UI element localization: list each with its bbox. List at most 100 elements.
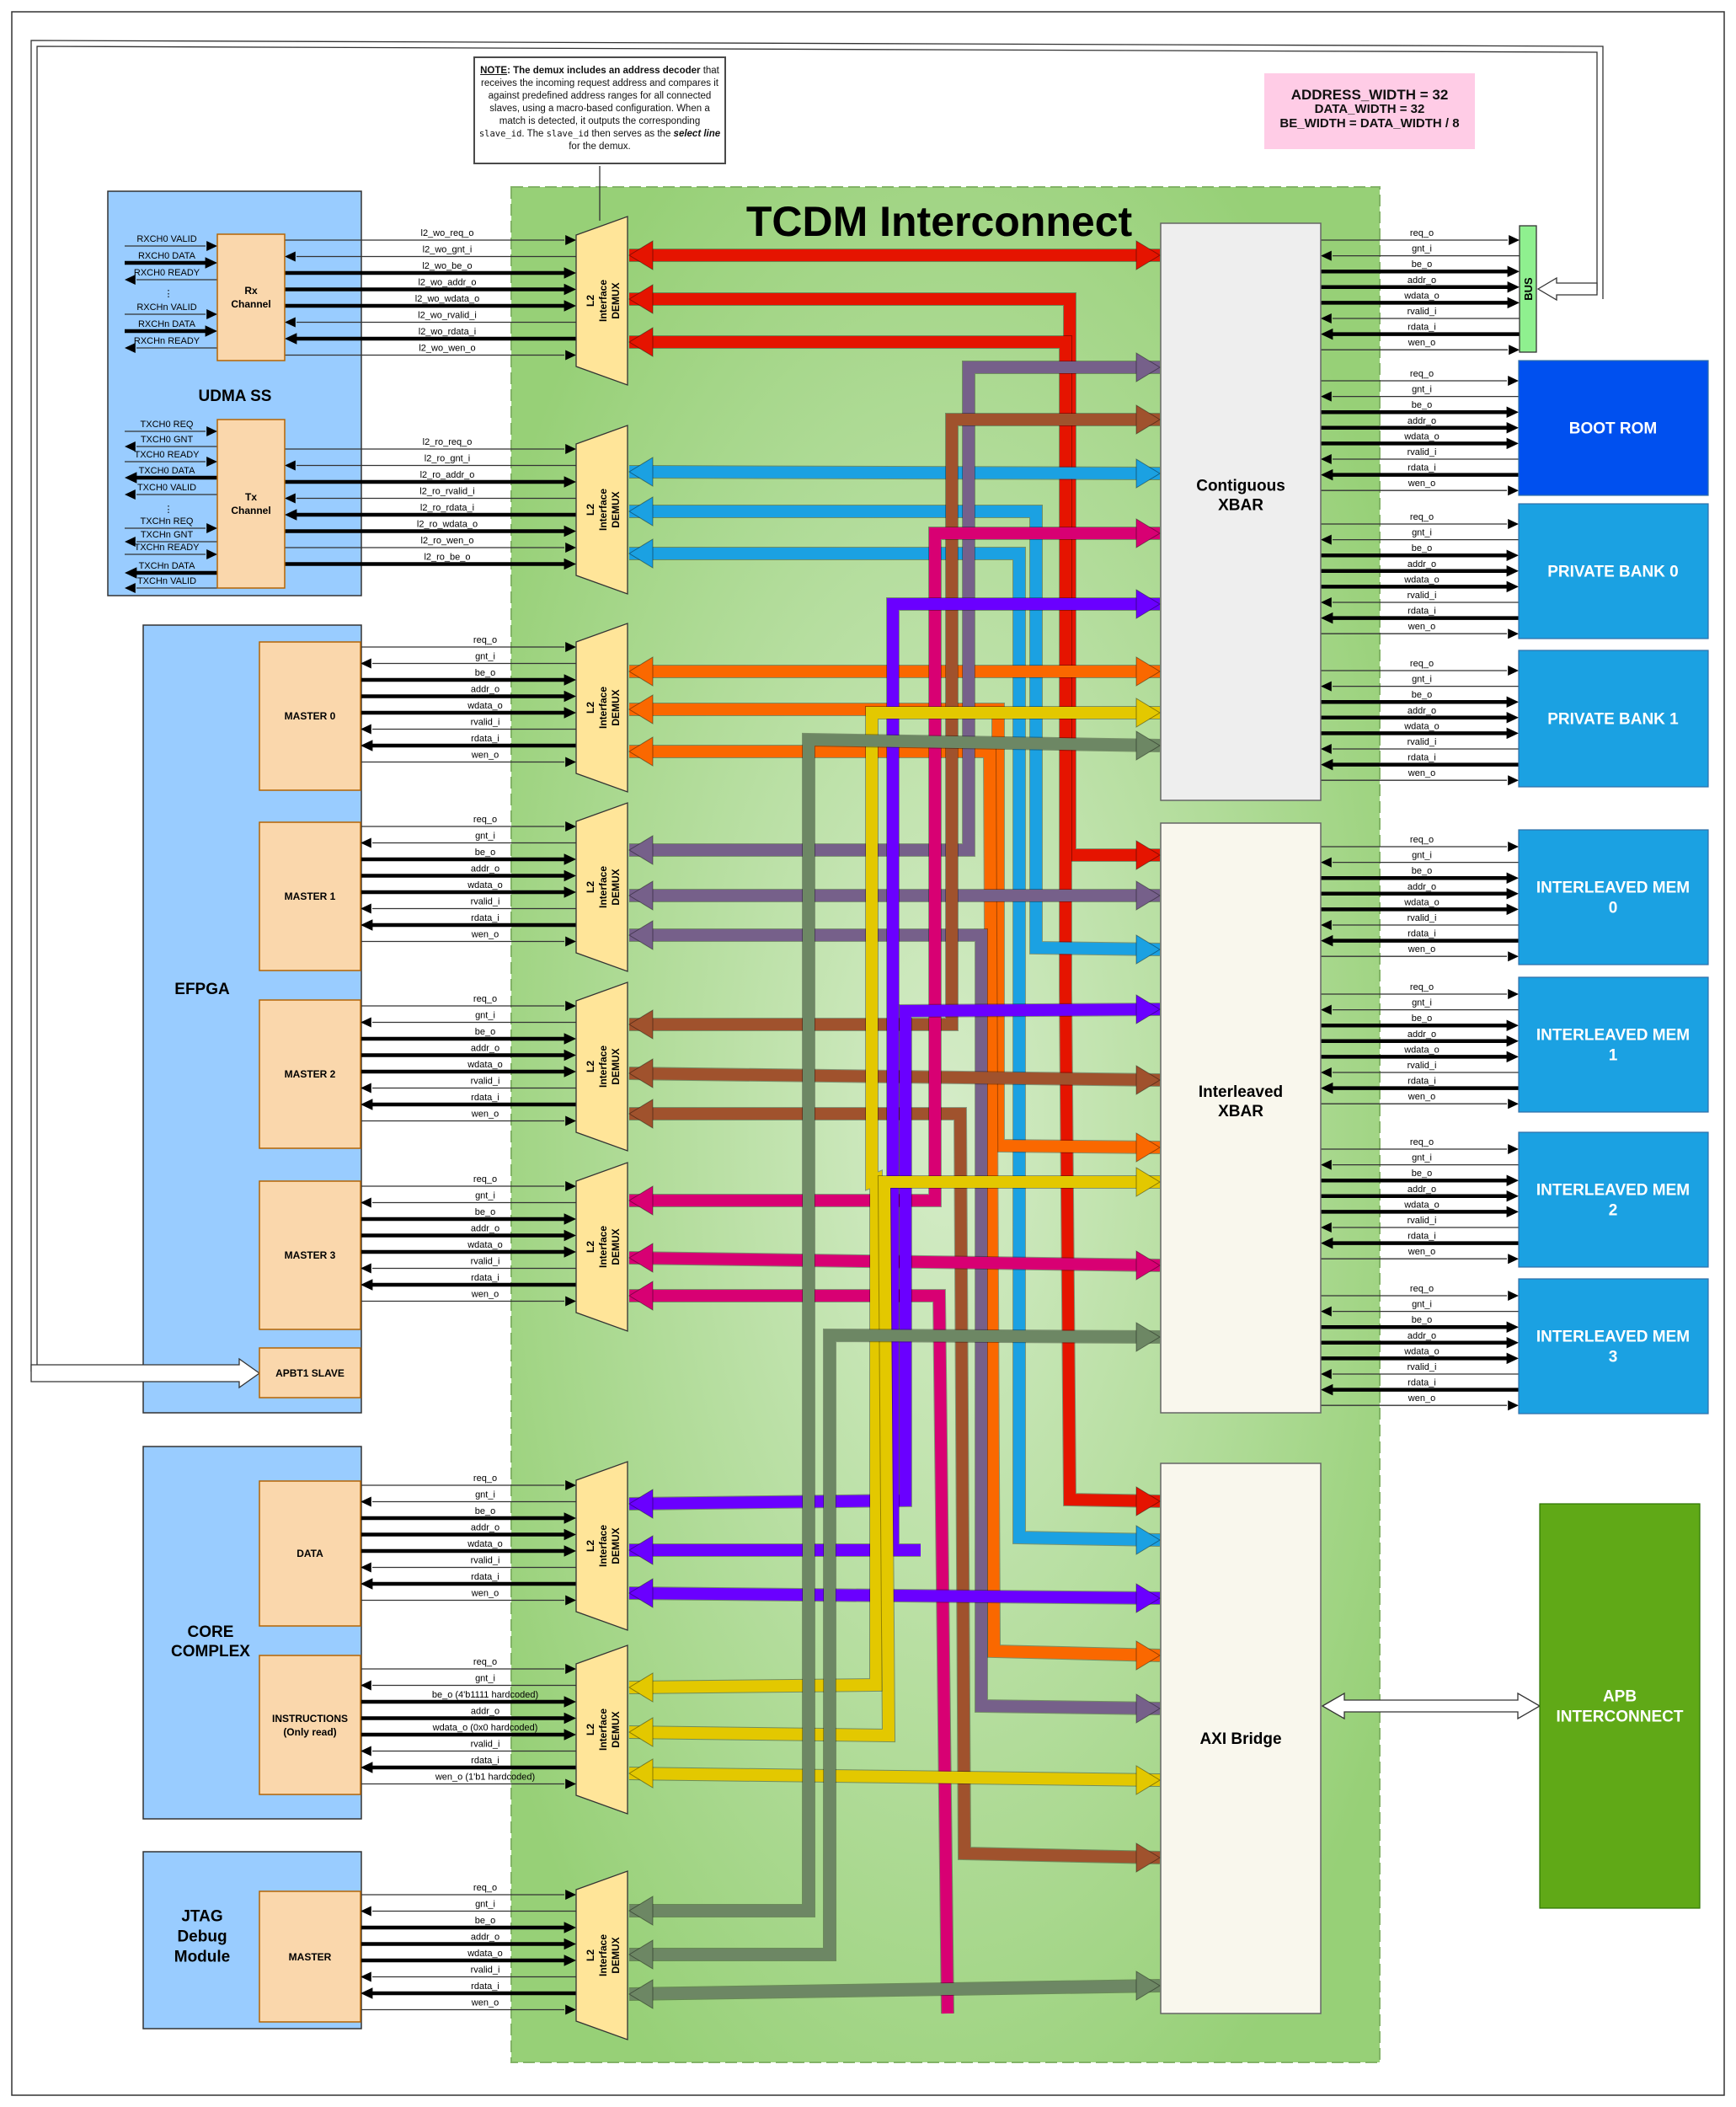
- xbar-label: Contiguous: [1196, 478, 1285, 495]
- signal-label: rvalid_i: [471, 1257, 500, 1267]
- signal-label: TXCHn GNT: [141, 530, 194, 540]
- arrowhead-icon: [1321, 1082, 1333, 1094]
- signal-label: wen_o: [471, 1998, 499, 2008]
- demux-note: NOTE: The demux includes an address deco…: [473, 56, 726, 164]
- arrowhead-icon: [1321, 454, 1332, 464]
- note-code: slave_id: [478, 129, 522, 139]
- signal-label: RXCH0 READY: [134, 268, 200, 278]
- signal-label: wdata_o (0x0 hardcoded): [432, 1723, 538, 1733]
- signal-label: addr_o: [1407, 559, 1436, 570]
- signal-label: req_o: [1410, 228, 1434, 238]
- arrowhead-icon: [125, 472, 137, 484]
- signal-label: l2_ro_wen_o: [421, 536, 474, 546]
- signal-label: rvalid_i: [471, 718, 500, 728]
- arrowhead-icon: [125, 583, 136, 593]
- signal-label: rvalid_i: [1407, 737, 1437, 747]
- signal-label: be_o: [1412, 1013, 1432, 1024]
- feedback-wire: [36, 45, 1598, 1365]
- signal-label: be_o: [1412, 259, 1432, 270]
- signal-label: TXCH0 GNT: [141, 435, 194, 445]
- arrowhead-icon: [565, 936, 576, 947]
- interleaved-mem-1-label: INTERLEAVED MEM: [1536, 1027, 1690, 1045]
- signal-label: rdata_i: [1407, 463, 1436, 473]
- signal-label: addr_o: [1407, 1185, 1436, 1195]
- arrowhead-icon: [285, 317, 296, 328]
- arrowhead-icon: [565, 1890, 576, 1900]
- demux-label: Interface: [597, 1525, 609, 1567]
- demux-label: Interface: [597, 1934, 609, 1976]
- interleaved-mem-1-label: 1: [1609, 1047, 1618, 1065]
- efpga-master-label: MASTER 2: [285, 1068, 336, 1080]
- l2-interface-demux-5: [575, 1162, 628, 1332]
- signal-label: TXCH0 READY: [134, 450, 200, 460]
- signal-label: req_o: [1410, 659, 1434, 669]
- signal-label: wdata_o: [1403, 1346, 1440, 1356]
- arrowhead-icon: [361, 740, 373, 751]
- xbar-block-1: [1160, 822, 1322, 1414]
- arrowhead-icon: [564, 1229, 576, 1242]
- parameters-box: ADDRESS_WIDTH = 32 DATA_WIDTH = 32 BE_WI…: [1264, 73, 1475, 149]
- signal-label: be_o: [1412, 1315, 1432, 1325]
- route-blue: [629, 548, 1161, 1546]
- arrowhead-icon: [361, 1762, 373, 1773]
- arrowhead-icon: [565, 1778, 576, 1789]
- route-brown-arrowhead-icon: [1135, 404, 1161, 435]
- signal-label: req_o: [473, 994, 497, 1004]
- signal-label: addr_o: [1407, 275, 1436, 286]
- bus-input-arrow-icon: [1536, 276, 1598, 302]
- jtag-master-label: MASTER: [289, 1951, 332, 1963]
- arrowhead-icon: [565, 1296, 576, 1307]
- arrowhead-icon: [1321, 534, 1332, 545]
- signal-label: rvalid_i: [471, 1740, 500, 1750]
- arrowhead-icon: [1507, 297, 1520, 309]
- route-olive-arrowhead-icon: [1135, 1971, 1161, 2001]
- interleaved-mem-2-label: INTERLEAVED MEM: [1536, 1182, 1690, 1200]
- arrowhead-icon: [1506, 1051, 1519, 1063]
- arrowhead-icon: [1321, 1222, 1332, 1233]
- arrowhead-icon: [1506, 565, 1519, 577]
- arrowhead-icon: [564, 690, 576, 703]
- signal-label: wen_o: [471, 1589, 499, 1599]
- signal-label: be_o: [1412, 1168, 1432, 1179]
- signal-label: rvalid_i: [1407, 307, 1437, 317]
- signal-label: wen_o: [471, 751, 499, 761]
- signal-label: wdata_o: [1403, 1200, 1440, 1210]
- signal-label: be_o: [475, 1027, 495, 1037]
- demux-label: L2: [585, 1949, 596, 1961]
- signal-label: gnt_i: [1412, 851, 1432, 861]
- arrowhead-icon: [125, 343, 136, 353]
- arrowhead-icon: [565, 821, 576, 832]
- arrowhead-icon: [565, 1001, 576, 1011]
- signal-label: TXCH0 REQ: [141, 420, 194, 430]
- arrowhead-icon: [361, 724, 371, 735]
- signal-label: wen_o: [471, 1110, 499, 1120]
- arrowhead-icon: [564, 1066, 576, 1078]
- xbar-label: XBAR: [1218, 1103, 1263, 1120]
- arrowhead-icon: [564, 1246, 576, 1258]
- arrowhead-icon: [1508, 628, 1519, 639]
- arrowhead-icon: [361, 1263, 371, 1274]
- signal-label: RXCH0 DATA: [138, 251, 196, 261]
- signal-label: wen_o: [1407, 944, 1435, 955]
- arrowhead-icon: [564, 1213, 576, 1225]
- demux-label: DEMUX: [610, 491, 622, 527]
- note-code: slave_id: [546, 129, 590, 139]
- route-yellow-arrowhead-icon: [1135, 698, 1161, 728]
- tx-channel-label: Tx: [245, 491, 257, 503]
- signal-label: addr_o: [471, 1707, 499, 1717]
- arrowhead-icon: [1506, 888, 1519, 900]
- route-olive-arrowhead-icon: [1135, 1322, 1161, 1352]
- arrowhead-icon: [285, 251, 296, 262]
- xbar-label: XBAR: [1218, 497, 1263, 515]
- signal-label: wdata_o: [1403, 291, 1440, 301]
- arrowhead-icon: [125, 275, 136, 285]
- route-purple-arrowhead-icon: [628, 1578, 654, 1608]
- arrowhead-icon: [1321, 1067, 1332, 1078]
- signal-label: RXCHn VALID: [136, 302, 196, 313]
- signal-label: RXCH0 VALID: [136, 234, 196, 244]
- arrowhead-icon: [361, 1578, 373, 1590]
- route-blue-arrowhead-icon: [628, 496, 654, 527]
- arrowhead-icon: [564, 283, 576, 296]
- route-yellow-arrowhead-icon: [1135, 1765, 1161, 1795]
